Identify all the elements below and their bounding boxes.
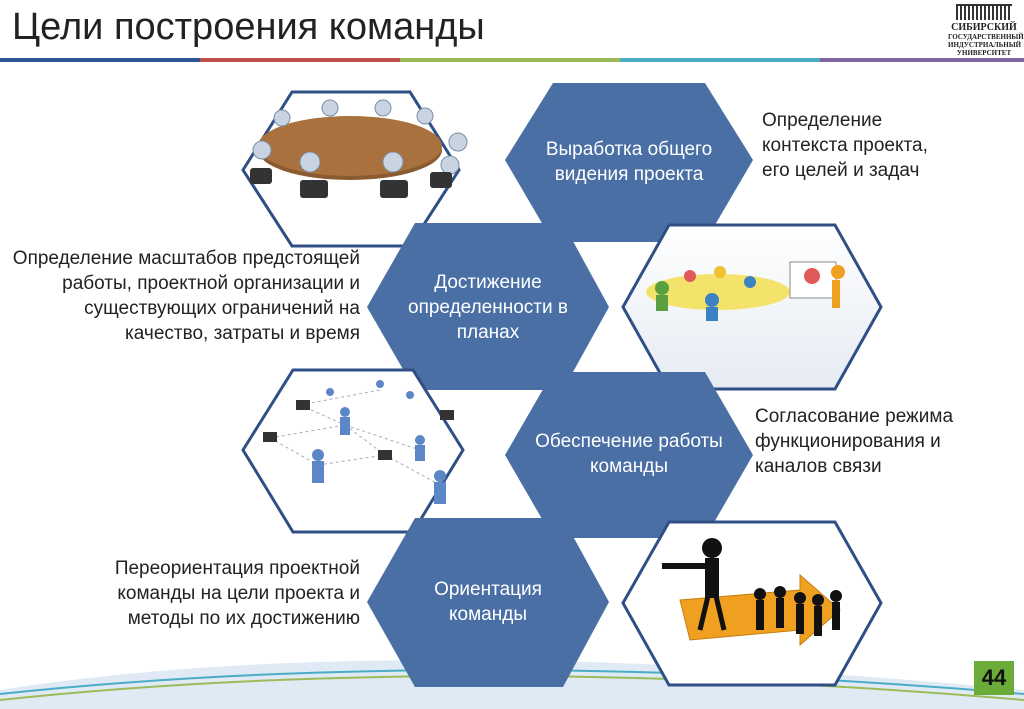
- logo-line: ИНДУСТРИАЛЬНЫЙ: [948, 41, 1022, 49]
- slide-title: Цели построения команды: [12, 6, 485, 48]
- hexagon-planning: [367, 223, 609, 390]
- network-image-hexagon: [241, 368, 465, 534]
- hexagon-teamwork: [505, 372, 753, 538]
- title-underline: [0, 58, 1024, 62]
- logo-line: ГОСУДАРСТВЕННЫЙ: [948, 33, 1024, 41]
- building-icon: [956, 4, 1012, 20]
- hexagon-label-orientation: Ориентация команды: [434, 579, 542, 625]
- logo-line: УНИВЕРСИТЕТ: [956, 49, 1012, 57]
- leader-arrow-image-hexagon: [621, 520, 883, 687]
- description-orientation: Переориентация проектной команды на цели…: [114, 558, 360, 629]
- logo-line: СИБИРСКИЙ: [951, 22, 1017, 33]
- description-teamwork: Согласование режима функционирования и к…: [755, 406, 954, 477]
- hexagon-label-teamwork: Обеспечение работы команды: [535, 431, 723, 477]
- meeting-image-hexagon: [241, 90, 468, 248]
- presentation-image-hexagon: [621, 223, 883, 391]
- hexagon-orientation: [367, 518, 609, 687]
- description-planning: Определение масштабов предстоящей работы…: [12, 248, 360, 344]
- hexagon-vision: [505, 83, 753, 242]
- page-number-badge: 44: [974, 661, 1014, 695]
- hexagon-label-vision: Выработка общего видения проекта: [545, 139, 713, 185]
- university-logo: СИБИРСКИЙ ГОСУДАРСТВЕННЫЙ ИНДУСТРИАЛЬНЫЙ…: [948, 4, 1024, 57]
- description-vision: Определение контекста проекта, его целей…: [762, 110, 928, 181]
- hexagon-label-planning: Достижение определенности в планах: [408, 271, 568, 343]
